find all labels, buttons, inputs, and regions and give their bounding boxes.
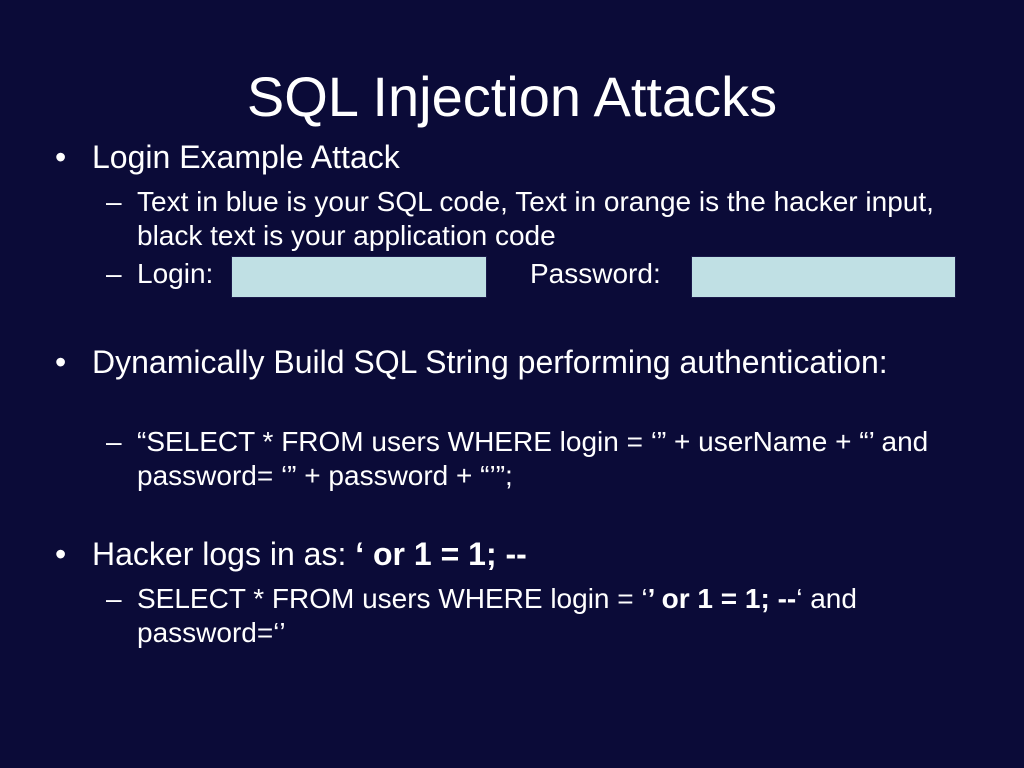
sub-text: Text in blue is your SQL code, Text in o…	[137, 186, 934, 251]
sub-dash: –	[106, 426, 122, 457]
bullet-text: Login Example Attack	[92, 139, 400, 175]
login-input[interactable]	[231, 256, 487, 298]
password-label: Password:	[530, 258, 661, 289]
sub-dash: –	[106, 258, 122, 289]
hacker-input: ‘ or 1 = 1; --	[355, 536, 527, 572]
sub-dash: –	[106, 186, 122, 217]
sub-text: SELECT * FROM users WHERE login = ‘’ or …	[137, 582, 987, 650]
bullet-text: Hacker logs in as: ‘ or 1 = 1; --	[92, 535, 982, 573]
bullet-dot: •	[55, 536, 67, 572]
sub-text: “SELECT * FROM users WHERE login = ‘” + …	[137, 426, 929, 491]
hacker-prefix: Hacker logs in as:	[92, 536, 356, 572]
password-input[interactable]	[691, 256, 956, 298]
bullet-text: Dynamically Build SQL String performing …	[92, 344, 888, 380]
bullet-dot: •	[55, 344, 67, 380]
sub-dash: –	[106, 583, 122, 614]
injected-sql-payload: ’ or 1 = 1; --	[647, 583, 797, 614]
injected-sql-prefix: SELECT * FROM users WHERE login = ‘	[137, 583, 648, 614]
slide-title: SQL Injection Attacks	[246, 65, 778, 128]
injected-sql-suffix: ‘ and password=‘’	[137, 583, 857, 648]
bullet-dot: •	[55, 139, 67, 175]
login-label: Login:	[137, 258, 214, 289]
